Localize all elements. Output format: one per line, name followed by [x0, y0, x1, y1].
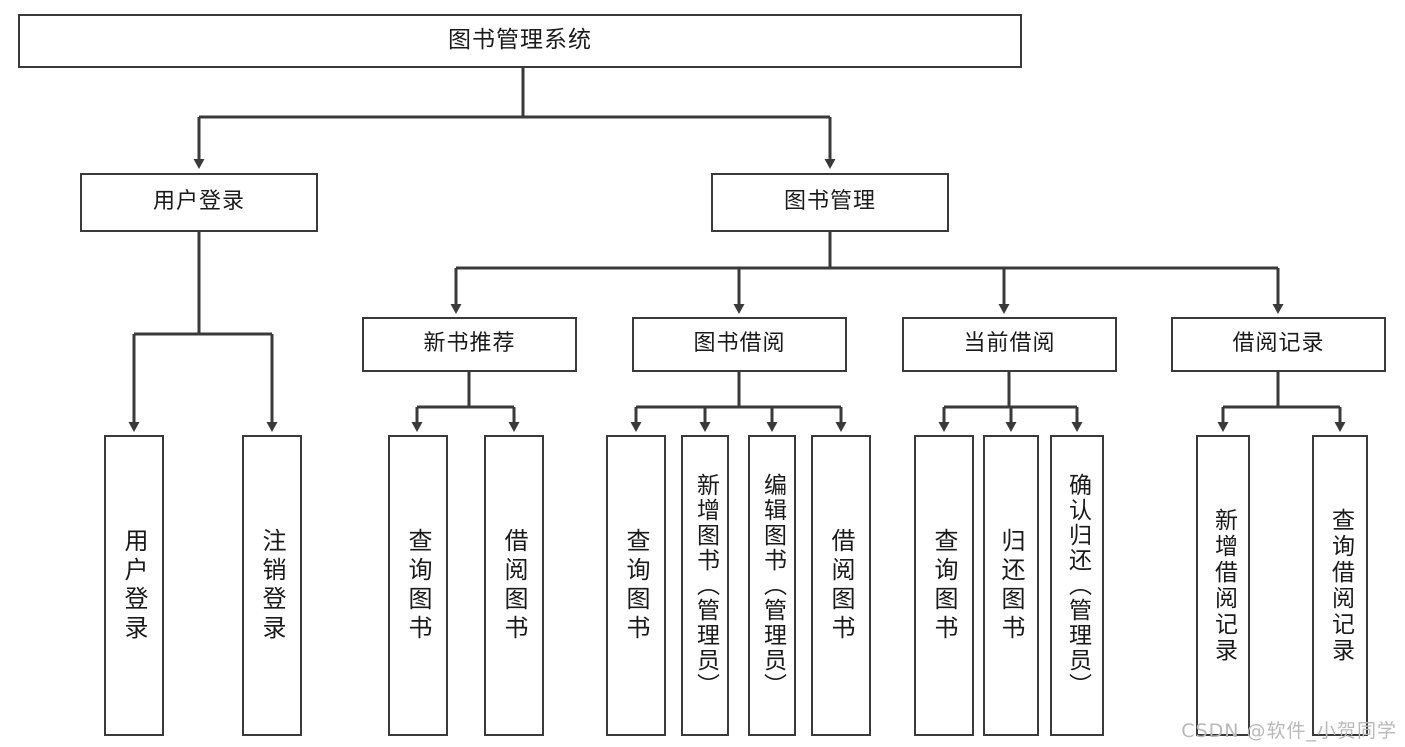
node-root-system[interactable]: 图书管理系统: [18, 14, 1022, 68]
leaf-borrow-book-2[interactable]: 借阅图书: [811, 435, 871, 736]
leaf-add-book[interactable]: 新增图书（管理员）: [681, 435, 729, 736]
node-borrow-record[interactable]: 借阅记录: [1171, 317, 1386, 372]
node-book-borrow[interactable]: 图书借阅: [632, 317, 847, 372]
leaf-label: 借阅图书: [827, 527, 855, 644]
leaf-label: 新增借阅记录: [1210, 507, 1237, 664]
leaf-query-book-1[interactable]: 查询图书: [388, 435, 448, 736]
leaf-logout-login[interactable]: 注销登录: [242, 435, 302, 736]
leaf-add-record[interactable]: 新增借阅记录: [1196, 435, 1250, 736]
leaf-query-book-3[interactable]: 查询图书: [914, 435, 974, 736]
leaf-label: 查询图书: [622, 527, 650, 644]
leaf-query-book-2[interactable]: 查询图书: [606, 435, 666, 736]
leaf-label: 编辑图书（管理员）: [759, 473, 786, 698]
csdn-watermark: CSDN @软件_小贺同学: [1181, 720, 1397, 742]
leaf-label: 查询图书: [930, 527, 958, 644]
node-new-book-recommend[interactable]: 新书推荐: [362, 317, 577, 372]
leaf-user-login[interactable]: 用户登录: [104, 435, 164, 736]
leaf-label: 用户登录: [120, 527, 148, 644]
leaf-label: 注销登录: [258, 527, 286, 644]
leaf-label: 归还图书: [997, 527, 1025, 644]
leaf-label: 借阅图书: [500, 527, 528, 644]
node-user-login[interactable]: 用户登录: [80, 173, 318, 232]
leaf-query-record[interactable]: 查询借阅记录: [1312, 435, 1368, 736]
leaf-confirm-return[interactable]: 确认归还（管理员）: [1050, 435, 1104, 736]
leaf-label: 查询图书: [404, 527, 432, 644]
leaf-return-book[interactable]: 归还图书: [983, 435, 1039, 736]
node-current-borrow[interactable]: 当前借阅: [902, 317, 1117, 372]
node-book-manage[interactable]: 图书管理: [711, 173, 949, 232]
leaf-label: 查询借阅记录: [1327, 507, 1354, 664]
leaf-borrow-book-1[interactable]: 借阅图书: [484, 435, 544, 736]
leaf-label: 新增图书（管理员）: [692, 473, 719, 698]
leaf-label: 确认归还（管理员）: [1064, 473, 1091, 698]
leaf-edit-book[interactable]: 编辑图书（管理员）: [748, 435, 796, 736]
